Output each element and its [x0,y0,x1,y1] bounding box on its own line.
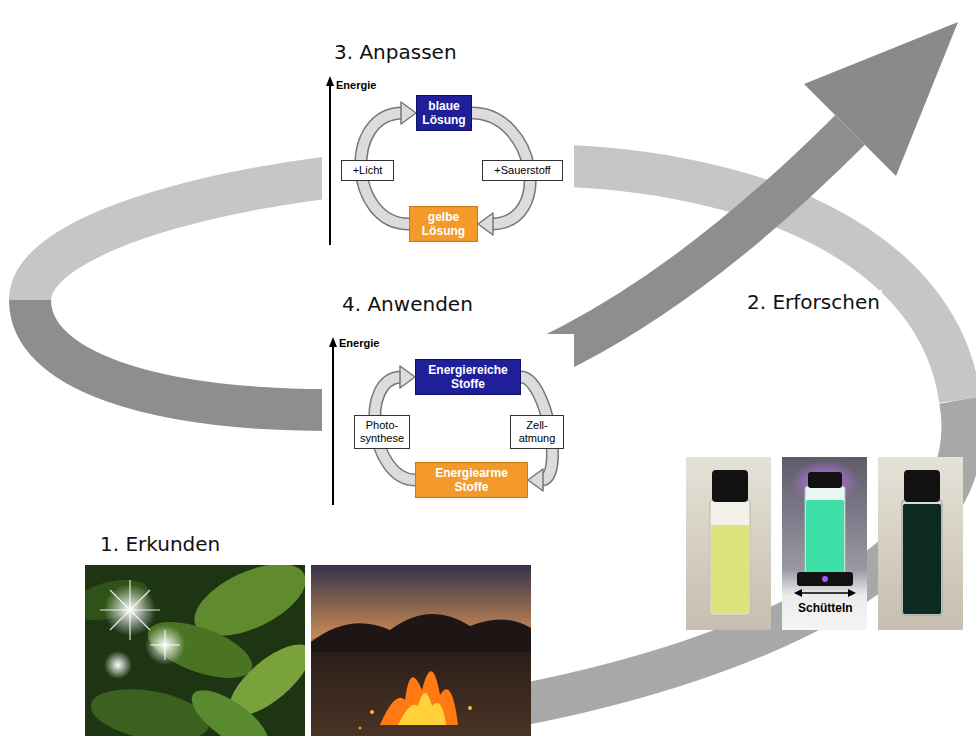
photo-ground [311,565,531,736]
photo-ground [686,457,771,630]
vial-photo [878,457,963,630]
leaf [87,681,214,736]
axis-arrowhead [329,337,337,347]
condition-box: +Licht [341,160,394,181]
arrow-head [400,366,415,388]
box-text: Zell- atmung [515,419,559,445]
green-liquid [806,500,844,576]
dark-liquid [903,504,941,614]
axis-label: Energie [339,337,379,350]
ember [468,706,472,710]
band-segment [520,400,963,705]
energy-poor-box: Energiearme Stoffe [415,462,528,498]
campfire-photo [311,565,531,736]
band-arrowhead [804,22,958,176]
vial-cap [904,470,940,502]
vial-glass [902,500,942,615]
photo-ground [782,457,867,630]
energy-axis [329,337,337,505]
yellow-liquid [711,525,749,614]
energy-rich-box: blaue Lösung [416,95,472,131]
box-text: Energiearme Stoffe [420,466,523,494]
stage-title: 4. Anwenden [340,292,475,316]
fire-core [398,693,446,725]
shake-arrow [794,589,856,597]
ray [110,590,150,630]
ray [164,630,165,660]
box-text: +Sauerstoff [487,164,558,177]
vial-photo [782,457,867,630]
stage-title: 3. Anpassen [332,40,459,64]
ray [110,590,150,630]
uv-lamp [822,576,828,582]
energy-rich-box: Energiereiche Stoffe [415,359,521,395]
stage-title: 1. Erkunden [98,532,222,556]
shake-line [800,592,850,594]
shake-head [848,589,856,597]
energy-axis [326,76,334,245]
box-text: blaue Lösung [421,99,467,127]
box-text: +Licht [346,164,389,177]
ember [370,710,374,714]
box-text: Energiereiche Stoffe [420,363,516,391]
box-text: gelbe Lösung [414,210,473,238]
leaf [183,679,277,736]
vial-cap [808,472,842,488]
vial-glass [710,500,750,615]
condition-box: +Sauerstoff [482,160,563,181]
leaves-photo [85,565,305,736]
lamp-stand [797,572,853,586]
axis-line [332,345,334,505]
process-box: Zell- atmung [510,415,564,449]
leaf [141,611,259,690]
diagram-ground [322,334,574,512]
arrow-head [528,469,543,491]
axis-line [329,84,331,245]
arrow-head [478,213,493,235]
ember [359,727,362,730]
shake-head [794,589,802,597]
energy-poor-box: gelbe Lösung [409,206,478,242]
vial-glass [805,486,845,578]
axis-label: Energie [336,79,376,92]
process-box: Photo- synthese [354,415,410,449]
hills [311,614,531,652]
stage-title: 2. Erforschen [745,290,882,314]
box-text: Photo- synthese [359,419,405,445]
sunlight [145,625,185,665]
fire [380,671,458,725]
arrow-head [401,102,416,124]
sunlight [104,651,132,679]
vial-photo [686,457,771,630]
axis-arrowhead [326,76,334,86]
sun-rays [100,580,180,660]
diagram-ground [322,74,574,256]
photo-ground [878,457,963,630]
vial-cap [712,470,748,502]
action-label: Schütteln [798,601,853,615]
